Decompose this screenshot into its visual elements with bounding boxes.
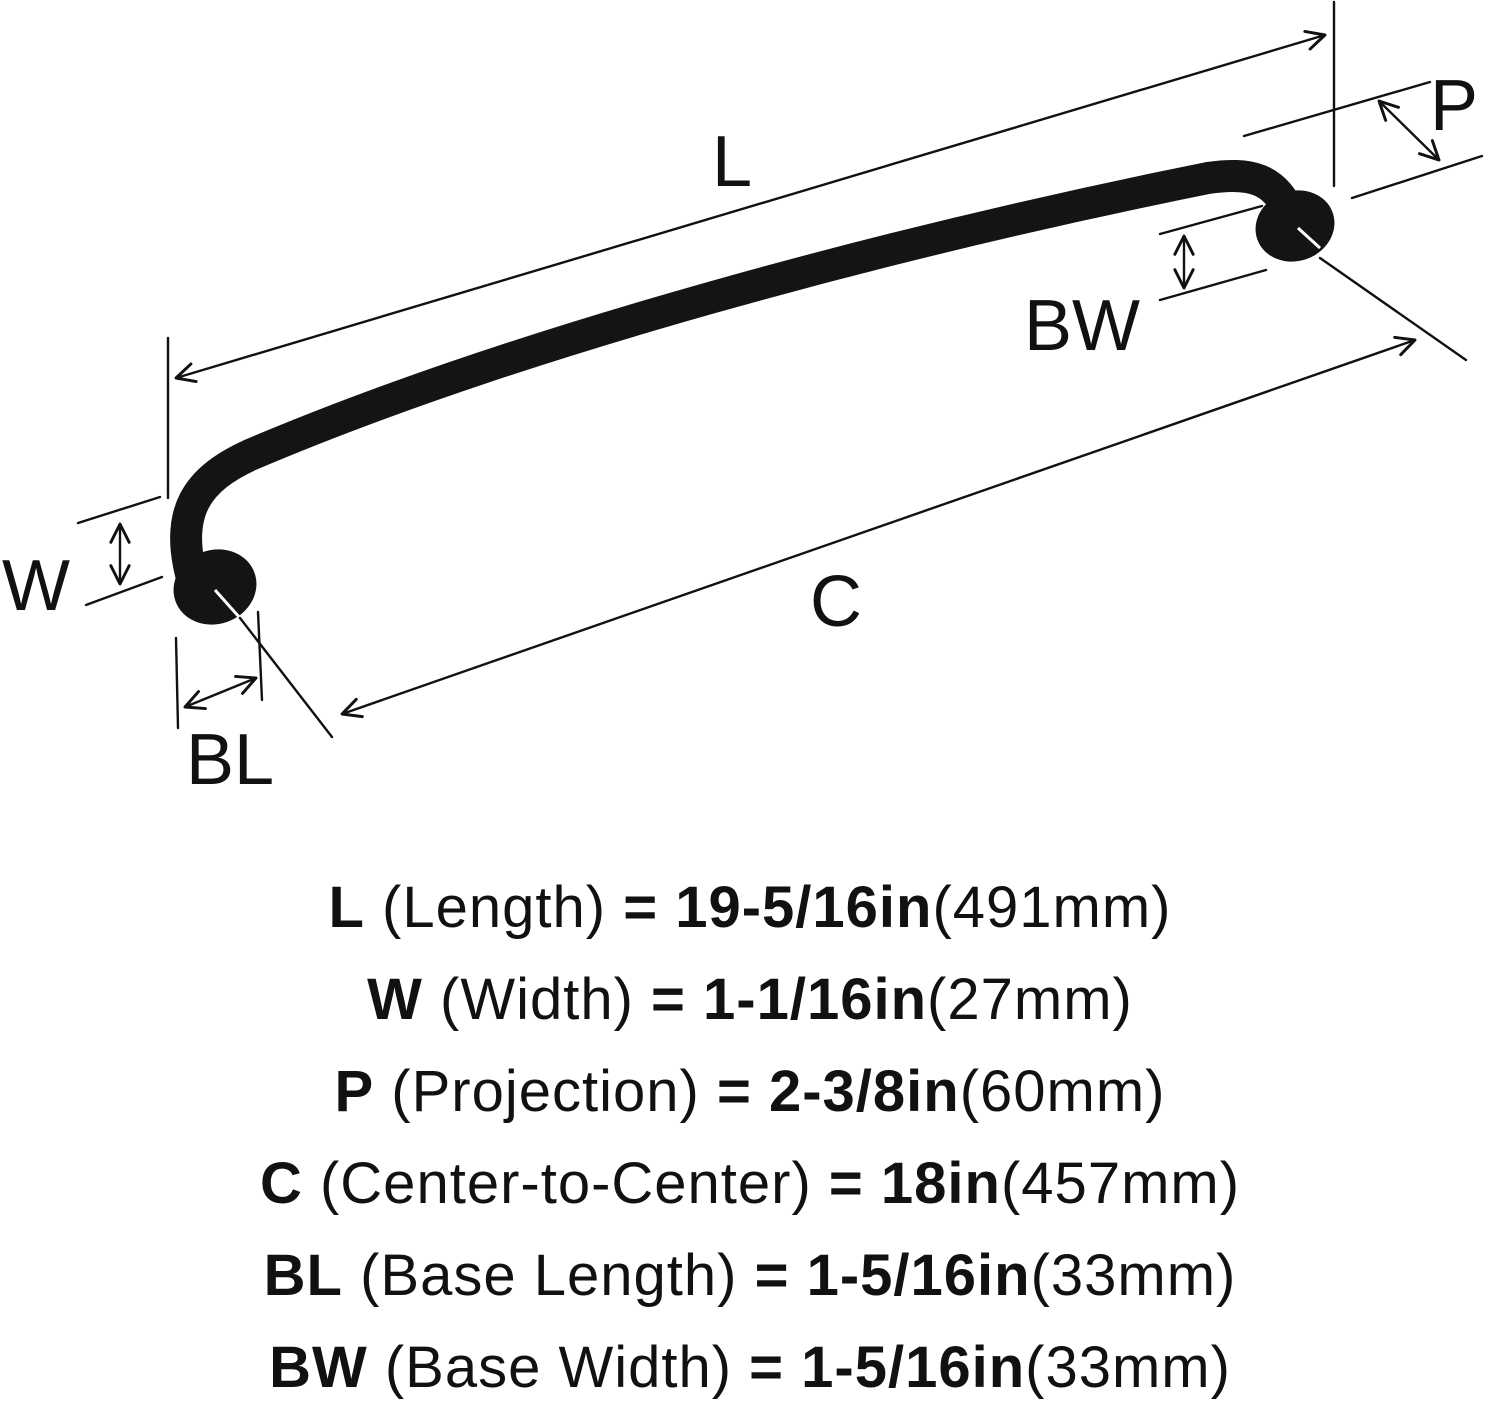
- left-base: [173, 549, 257, 625]
- spec-row-center-to-center: C (Center-to-Center) = 18in(457mm): [0, 1138, 1500, 1230]
- dimension-lines: [76, 0, 1484, 739]
- spec-metric: (491mm): [932, 875, 1172, 940]
- spec-name: (Base Width): [384, 1335, 733, 1400]
- spec-metric: (457mm): [1000, 1151, 1241, 1216]
- spec-imperial: 19-5/16in: [675, 875, 933, 940]
- spec-name: (Width): [440, 967, 634, 1032]
- spec-metric: (60mm): [959, 1059, 1166, 1124]
- spec-equals: =: [754, 1243, 790, 1308]
- center-to-center-dimension-line: [340, 335, 1417, 719]
- spec-equals: =: [716, 1059, 752, 1124]
- spec-row-projection: P (Projection) = 2-3/8in(60mm): [0, 1046, 1500, 1138]
- spec-abbr: W: [367, 967, 423, 1032]
- label-BW: BW: [1024, 286, 1140, 366]
- handle-dimension-diagram: L P BW W C BL: [2, 0, 1484, 800]
- spec-imperial: 1-5/16in: [806, 1243, 1031, 1308]
- spec-imperial: 2-3/8in: [768, 1059, 960, 1124]
- spec-metric: (33mm): [1030, 1243, 1237, 1308]
- label-BL: BL: [186, 720, 274, 800]
- spec-imperial: 18in: [880, 1151, 1001, 1216]
- base-length-dimension-line: [183, 674, 258, 711]
- spec-imperial: 1-1/16in: [703, 967, 928, 1032]
- spec-abbr: C: [259, 1151, 303, 1216]
- label-C: C: [810, 562, 862, 642]
- spec-abbr: BW: [269, 1335, 368, 1400]
- spec-name: (Length): [382, 875, 607, 940]
- projection-dimension-line: [1377, 99, 1441, 162]
- spec-equals: =: [749, 1335, 785, 1400]
- spec-equals: =: [623, 875, 659, 940]
- spec-abbr: BL: [263, 1243, 343, 1308]
- spec-equals: =: [828, 1151, 864, 1216]
- spec-equals: =: [651, 967, 686, 1032]
- label-L: L: [712, 122, 752, 202]
- dimension-spec-list: L (Length) = 19-5/16in(491mm) W (Width) …: [0, 862, 1500, 1414]
- spec-imperial: 1-5/16in: [801, 1335, 1026, 1400]
- spec-name: (Base Length): [360, 1243, 738, 1308]
- spec-abbr: L: [328, 875, 365, 940]
- label-W: W: [2, 546, 70, 626]
- handle-pull: [170, 160, 1335, 625]
- spec-metric: (27mm): [927, 967, 1133, 1032]
- spec-row-length: L (Length) = 19-5/16in(491mm): [0, 862, 1500, 954]
- spec-name: (Center-to-Center): [319, 1151, 812, 1216]
- handle-bar: [170, 160, 1306, 604]
- spec-abbr: P: [334, 1059, 375, 1124]
- spec-row-base-width: BW (Base Width) = 1-5/16in(33mm): [0, 1322, 1500, 1414]
- spec-row-width: W (Width) = 1-1/16in(27mm): [0, 954, 1500, 1046]
- length-dimension-line: [174, 29, 1327, 384]
- label-P: P: [1430, 66, 1478, 146]
- spec-name: (Projection): [391, 1059, 700, 1124]
- spec-metric: (33mm): [1025, 1335, 1231, 1400]
- spec-row-base-length: BL (Base Length) = 1-5/16in(33mm): [0, 1230, 1500, 1322]
